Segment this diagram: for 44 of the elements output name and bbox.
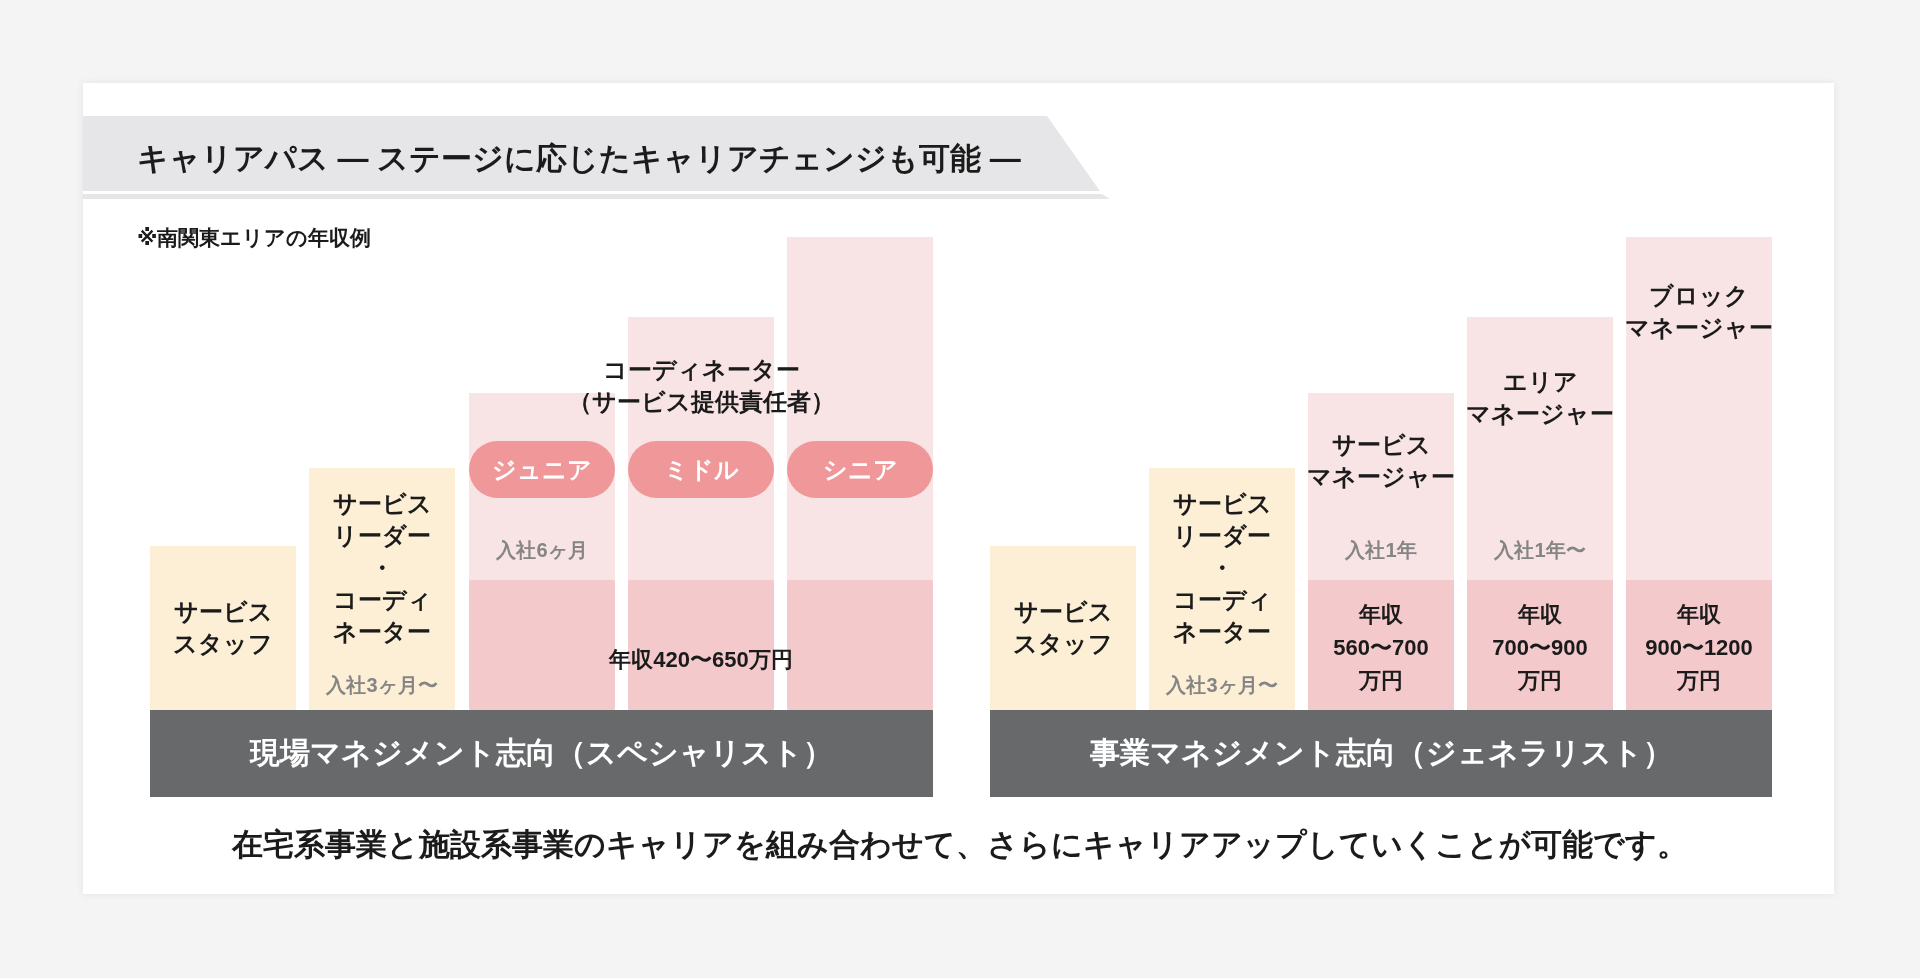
level-label: ジュニア bbox=[492, 454, 592, 485]
footnote-text: ※南関東エリアの年収例 bbox=[137, 225, 372, 251]
tenure-text: 入社1年 bbox=[1345, 538, 1417, 563]
salary-segment bbox=[1626, 580, 1772, 710]
salary-text: 年収560〜700万円 bbox=[1333, 600, 1429, 695]
salary-text: 年収700〜900万円 bbox=[1492, 600, 1588, 695]
step-bar bbox=[1149, 468, 1295, 710]
step-bar bbox=[150, 546, 296, 710]
tenure-text: 入社6ヶ月 bbox=[496, 538, 588, 563]
level-label: シニア bbox=[822, 454, 898, 485]
category-band bbox=[150, 710, 933, 797]
salary-segment bbox=[1308, 580, 1454, 710]
job-title: サービスマネージャー bbox=[1307, 429, 1455, 492]
step-bar bbox=[990, 546, 1136, 710]
job-title: コーディネーター bbox=[332, 585, 432, 647]
tenure-text: 入社3ヶ月〜 bbox=[326, 673, 438, 698]
salary-segment bbox=[1467, 580, 1613, 710]
job-title: コーディネーター bbox=[1172, 585, 1272, 647]
step-bar bbox=[1626, 237, 1772, 710]
level-pill bbox=[469, 441, 615, 498]
category-label: 事業マネジメント志向（ジェネラリスト） bbox=[1089, 735, 1673, 771]
tenure-text: 入社3ヶ月〜 bbox=[1166, 673, 1278, 698]
job-title: サービススタッフ bbox=[173, 597, 273, 659]
step-bar bbox=[1467, 317, 1613, 710]
caption-text: 在宅系事業と施設系事業のキャリアを組み合わせて、さらにキャリアアップしていくことが可能です。 bbox=[232, 826, 1688, 864]
salary-text: 年収900〜1200万円 bbox=[1645, 600, 1753, 695]
step-bar bbox=[1308, 393, 1454, 710]
page-title: キャリアパス ― ステージに応じたキャリアチェンジも可能 ― bbox=[137, 140, 1021, 178]
group-heading: コーディネーター（サービス提供責任者） bbox=[567, 355, 835, 417]
job-title: サービスリーダー bbox=[1172, 489, 1272, 551]
job-title: ブロックマネージャー bbox=[1625, 281, 1773, 343]
step-bar bbox=[309, 468, 455, 710]
job-title: エリアマネージャー bbox=[1466, 367, 1614, 429]
separator-dot: ・ bbox=[370, 553, 394, 583]
level-label: ミドル bbox=[663, 454, 739, 485]
category-label: 現場マネジメント志向（スペシャリスト） bbox=[250, 735, 833, 771]
tenure-text: 入社1年〜 bbox=[1494, 538, 1586, 563]
level-pill bbox=[787, 441, 933, 498]
level-pill bbox=[628, 441, 774, 498]
category-band bbox=[990, 710, 1772, 797]
separator-dot: ・ bbox=[1210, 553, 1234, 583]
salary-text: 年収420〜650万円 bbox=[609, 645, 793, 674]
job-title: サービスリーダー bbox=[332, 489, 432, 551]
job-title: サービススタッフ bbox=[1013, 597, 1113, 659]
